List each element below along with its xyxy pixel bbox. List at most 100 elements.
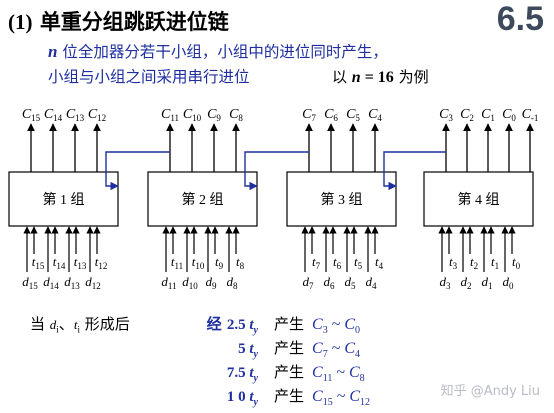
tilde: ~ — [332, 388, 350, 405]
timing-lead-t: ti — [73, 317, 80, 335]
timing-unit: t — [249, 389, 254, 405]
carry-label: C0 — [502, 107, 516, 123]
d-label: d0 — [503, 274, 515, 291]
desc-line-1: n 位全加器分若干小组，小组中的进位同时产生， — [48, 40, 388, 62]
timing-time: 1 0 ty — [168, 387, 258, 408]
timing-unit: t — [249, 341, 254, 357]
t-label: t5 — [354, 254, 363, 271]
t-label: t1 — [491, 254, 499, 271]
t-label: t14 — [53, 254, 66, 271]
t-label: t7 — [312, 254, 321, 271]
group-label-4: 第 4 组 — [458, 191, 500, 208]
timing-time: 经 2.5 ty — [168, 313, 258, 336]
carry-label: C11 — [161, 107, 179, 123]
c-from: 3 — [322, 325, 328, 337]
d-label: d9 — [206, 274, 218, 291]
t-label: t4 — [375, 254, 384, 271]
t-label: t10 — [192, 254, 205, 271]
t-label: t9 — [215, 254, 224, 271]
group-box-4 — [423, 171, 534, 227]
timing-value: 7.5 — [226, 365, 246, 381]
timing-carry-range: C7 ~ C4 — [312, 340, 361, 361]
carry-label: C12 — [88, 107, 106, 123]
d-label: d8 — [227, 274, 239, 291]
group-label-2: 第 2 组 — [182, 191, 224, 208]
t-label: t11 — [171, 254, 183, 271]
timing-value: 5 — [238, 341, 246, 357]
timing-unit-sub: y — [253, 373, 258, 384]
c-to: 4 — [355, 349, 361, 361]
carry-label: C10 — [183, 107, 202, 123]
serial-link-1 — [105, 151, 170, 191]
timing-unit: t — [249, 365, 254, 381]
carry-label: C14 — [44, 107, 63, 123]
t-label: t8 — [236, 254, 245, 271]
carry-label: C13 — [66, 107, 85, 123]
d-label: d4 — [366, 274, 378, 291]
desc-line-1-text: 位全加器分若干小组，小组中的进位同时产生， — [57, 43, 388, 61]
timing-produce: 产生 — [274, 387, 305, 405]
timing-lead: 当 di、ti 形成后 — [30, 313, 130, 335]
d-label: d13 — [64, 274, 80, 291]
lead-t-sub: i — [77, 324, 80, 335]
lead-sep: 、 — [58, 315, 74, 333]
lead-post: 形成后 — [79, 315, 130, 333]
d-label: d12 — [85, 274, 101, 291]
d-label: d15 — [22, 274, 38, 291]
t-label: t0 — [512, 254, 521, 271]
group-box-3 — [286, 171, 397, 227]
c-from: 7 — [322, 349, 328, 361]
carry-label: C9 — [207, 107, 221, 123]
watermark: 知乎 @Andy Liu — [440, 384, 540, 399]
example-post: 为例 — [393, 68, 429, 86]
t-label: t2 — [470, 254, 478, 271]
example-note: 以 n = 16 为例 — [332, 66, 429, 87]
timing-value: 1 0 — [226, 389, 246, 405]
slide-title: (1) 单重分组跳跃进位链 — [8, 6, 229, 36]
timing-carry-range: C11 ~ C8 — [312, 364, 365, 385]
group-box-1 — [8, 171, 119, 227]
serial-link-3 — [383, 151, 446, 191]
d-label: d14 — [43, 274, 59, 291]
example-eq: = 16 — [360, 69, 394, 86]
d-label: d5 — [345, 274, 357, 291]
c-from: 11 — [322, 373, 333, 385]
timing-lead-d: di — [49, 317, 59, 335]
d-label: d2 — [461, 274, 472, 291]
timing-unit-sub: y — [253, 397, 258, 408]
timing-value: 2.5 — [226, 317, 246, 333]
c-to: 12 — [360, 397, 371, 409]
section-number: 6.5 — [496, 0, 544, 38]
timing-unit-sub: y — [253, 325, 258, 336]
t-label: t12 — [95, 254, 108, 271]
timing-time: 7.5 ty — [168, 363, 258, 384]
t-label: t3 — [449, 254, 458, 271]
c-from: 15 — [322, 397, 333, 409]
carry-label: C6 — [324, 107, 338, 123]
d-label: d11 — [161, 274, 176, 291]
group-label-1: 第 1 组 — [43, 191, 85, 208]
d-label: d10 — [182, 274, 198, 291]
example-var: n — [351, 69, 361, 86]
lead-t: t — [73, 317, 78, 332]
t-label: t15 — [32, 254, 45, 271]
timing-time: 5 ty — [168, 339, 258, 360]
carry-label: C7 — [302, 107, 316, 123]
title-text: 单重分组跳跃进位链 — [39, 10, 229, 34]
carry-label: C4 — [368, 107, 382, 123]
d-label: d3 — [440, 274, 452, 291]
timing-lead-text: 当 — [30, 315, 50, 333]
carry-label: C15 — [22, 107, 41, 123]
carry-label: C3 — [439, 107, 453, 123]
lead-d: d — [49, 317, 57, 332]
d-label: d6 — [324, 274, 336, 291]
desc-line-2: 小组与小组之间采用串行进位 — [48, 68, 250, 86]
timing-carry-range: C15 ~ C12 — [312, 388, 371, 409]
c-to: 0 — [355, 325, 361, 337]
carry-label: C2 — [460, 107, 474, 123]
t-label: t13 — [74, 254, 87, 271]
timing-carry-range: C3 ~ C0 — [312, 316, 361, 337]
d-label: d1 — [482, 274, 493, 291]
